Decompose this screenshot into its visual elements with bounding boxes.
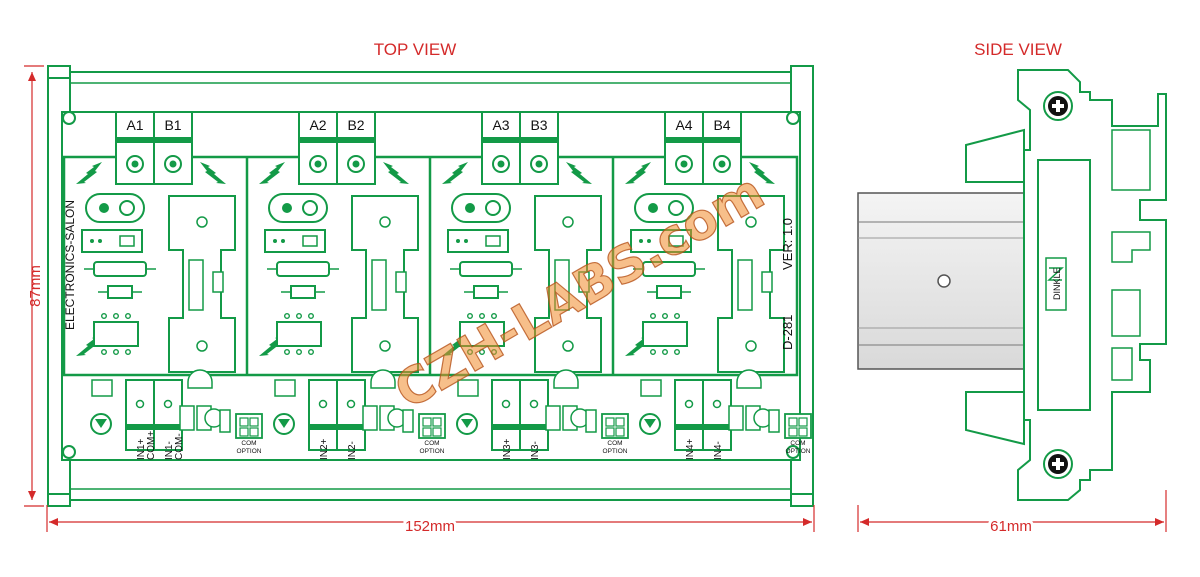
screw-icon	[1043, 91, 1073, 121]
com-option-line1: COM	[607, 440, 622, 447]
housing-top-rail	[47, 71, 814, 113]
terminal-label-b: B2	[347, 117, 364, 133]
screw-icon	[1043, 449, 1073, 479]
screw-terminal-icon	[346, 399, 356, 409]
com-option-line2: OPTION	[786, 448, 811, 455]
mount-hole-icon	[786, 445, 800, 459]
fuse-holder-icon	[451, 193, 511, 223]
transistor-icon	[187, 369, 213, 389]
screw-terminal-icon	[529, 399, 539, 409]
version-label: VER: 1.0	[780, 218, 795, 270]
com-plus-label: COM+	[146, 431, 157, 460]
com-option-line2: OPTION	[237, 448, 262, 455]
width-dimension: 152mm	[405, 518, 455, 535]
transistor-icon	[553, 369, 579, 389]
maker-label: ELECTRONICS-SALON	[63, 200, 77, 330]
com-option-line1: COM	[790, 440, 805, 447]
screw-terminal-icon	[684, 399, 694, 409]
terminal-label-b: B4	[713, 117, 730, 133]
terminal-label-b: B3	[530, 117, 547, 133]
com-minus-label: COM-	[174, 433, 185, 460]
optocoupler-icon	[276, 321, 322, 347]
input-plus-label: IN3+	[502, 438, 513, 460]
screw-terminal-icon	[135, 399, 145, 409]
terminal-label-a: A4	[675, 117, 692, 133]
input-plus-label: IN1+	[136, 438, 147, 460]
terminal-label-a: A2	[309, 117, 326, 133]
optocoupler-icon	[642, 321, 688, 347]
top-wire-entry	[965, 128, 1025, 183]
com-option-line1: COM	[424, 440, 439, 447]
mount-hole-icon	[62, 111, 76, 125]
top-view-title: TOP VIEW	[374, 40, 457, 59]
bottom-wire-entry	[965, 391, 1025, 446]
fuse-holder-icon	[268, 193, 328, 223]
depth-dimension: 61mm	[990, 518, 1032, 535]
input-plus-label: IN2+	[319, 438, 330, 460]
side-view-title: SIDE VIEW	[974, 40, 1062, 59]
housing-bottom-rail	[47, 459, 814, 501]
input-minus-label: IN1-	[164, 441, 175, 460]
mount-hole-icon	[62, 445, 76, 459]
side-brand-label: DINKLE	[1052, 267, 1062, 300]
com-option-line2: OPTION	[420, 448, 445, 455]
mount-hole-icon	[786, 111, 800, 125]
transistor-icon	[370, 369, 396, 389]
model-label: D-281	[780, 315, 795, 350]
screw-terminal-icon	[163, 399, 173, 409]
terminal-label-a: A3	[492, 117, 509, 133]
input-minus-label: IN4-	[713, 441, 724, 460]
input-plus-label: IN4+	[685, 438, 696, 460]
terminal-label-a: A1	[126, 117, 143, 133]
screw-terminal-icon	[501, 399, 511, 409]
com-option-line2: OPTION	[603, 448, 628, 455]
side-view: DINKLE 61mm	[857, 69, 1167, 538]
com-option-line1: COM	[241, 440, 256, 447]
screw-terminal-icon	[712, 399, 722, 409]
height-dimension: 87mm	[27, 265, 44, 307]
optocoupler-icon	[459, 321, 505, 347]
screw-terminal-icon	[318, 399, 328, 409]
resistor-icon	[459, 261, 513, 277]
terminal-label-b: B1	[164, 117, 181, 133]
resistor-icon	[276, 261, 330, 277]
brand-logo-icon	[1045, 257, 1067, 311]
resistor-icon	[93, 261, 147, 277]
optocoupler-icon	[93, 321, 139, 347]
transistor-icon	[736, 369, 762, 389]
rail-hole-icon	[937, 274, 951, 288]
fuse-holder-icon	[85, 193, 145, 223]
input-minus-label: IN2-	[347, 441, 358, 460]
input-minus-label: IN3-	[530, 441, 541, 460]
